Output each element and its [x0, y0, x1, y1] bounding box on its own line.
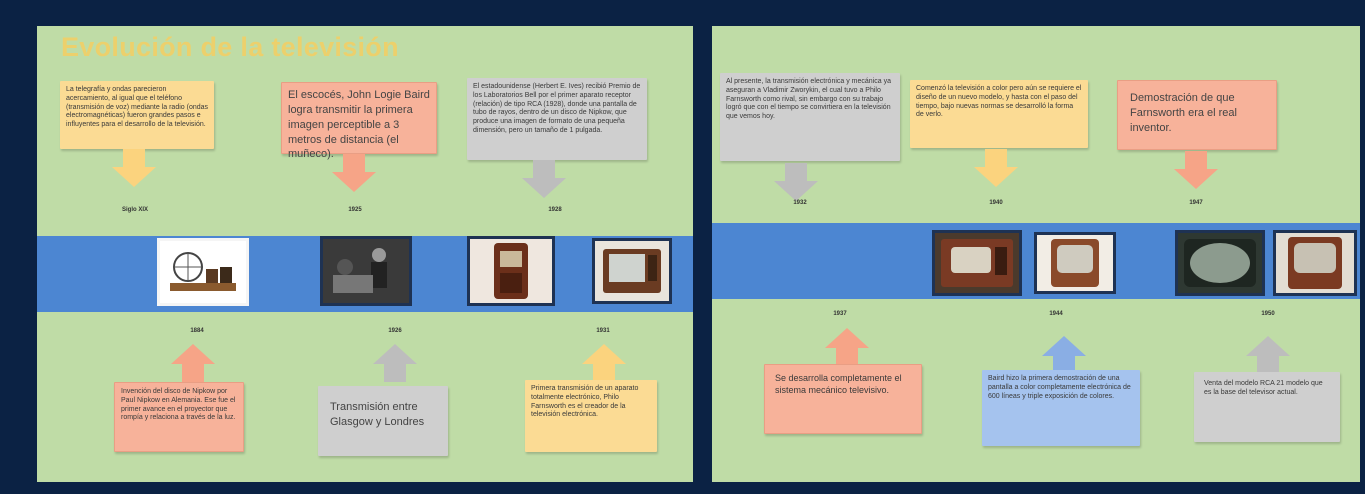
arrow-down-icon [774, 163, 818, 203]
timeline-note-box: La telegrafía y ondas parecieron acercam… [60, 81, 214, 149]
timeline-note-box: Baird hizo la primera demostración de un… [982, 370, 1140, 446]
vintage-tv-image [592, 238, 672, 304]
timeline-note-box: Demostración de que Farnsworth era el re… [1117, 80, 1277, 150]
arrow-down-icon [1174, 151, 1218, 191]
arrow-down-icon [112, 149, 156, 189]
timeline-note-box: Primera transmisión de un aparato totalm… [525, 380, 657, 452]
timeline-note-box: El escocés, John Logie Baird logra trans… [281, 82, 437, 160]
telegraph-machine-image [157, 238, 249, 306]
arrow-down-icon [974, 149, 1018, 189]
timeline-note-box: Al presente, la transmisión electrónica … [720, 73, 900, 161]
timeline-year: 1937 [833, 311, 847, 317]
slide-title: Evolución de la televisión [61, 32, 399, 62]
timeline-year: 1932 [793, 200, 807, 206]
vintage-tv-image [932, 230, 1022, 296]
timeline-year: 1944 [1049, 311, 1063, 317]
timeline-note-box: Invención del disco de Nipkow por Paul N… [114, 382, 244, 452]
slide-two: Al presente, la transmisión electrónica … [712, 26, 1360, 482]
timeline-year: 1940 [989, 200, 1003, 206]
timeline-year: 1947 [1189, 200, 1203, 206]
vintage-tv-image [1034, 232, 1116, 294]
timeline-year: Siglo XIX [121, 207, 149, 213]
timeline-note-box: Se desarrolla completamente el sistema m… [764, 364, 922, 434]
timeline-year: 1884 [190, 328, 204, 334]
timeline-year: 1926 [388, 328, 402, 334]
timeline-note-box: El estadounidense (Herbert E. Ives) reci… [467, 78, 647, 160]
vintage-tv-image [1273, 230, 1357, 296]
vintage-tv-image [1175, 230, 1265, 296]
arrow-up-icon [1042, 336, 1086, 376]
timeline-year: 1931 [596, 328, 610, 334]
timeline-note-box: Venta del modelo RCA 21 modelo que es la… [1194, 372, 1340, 442]
arrow-down-icon [332, 154, 376, 194]
timeline-year: 1925 [348, 207, 362, 213]
slide-one: Evolución de la televisión La telegrafía… [37, 26, 693, 482]
arrow-up-icon [1246, 336, 1290, 376]
arrow-up-icon [825, 328, 869, 368]
timeline-note-box: Transmisión entre Glasgow y Londres [318, 386, 448, 456]
inventor-photo-image [320, 236, 412, 306]
vintage-tv-cabinet-image [467, 236, 555, 306]
timeline-year: 1950 [1261, 311, 1275, 317]
arrow-up-icon [582, 344, 626, 384]
timeline-year: 1928 [548, 207, 562, 213]
arrow-down-icon [522, 160, 566, 200]
arrow-up-icon [373, 344, 417, 384]
timeline-note-box: Comenzó la televisión a color pero aún s… [910, 80, 1088, 148]
arrow-up-icon [171, 344, 215, 384]
